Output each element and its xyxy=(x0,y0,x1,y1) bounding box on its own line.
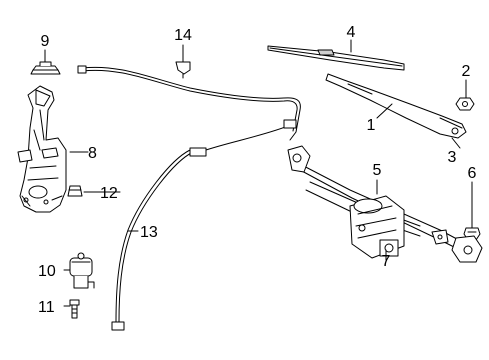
arm-nut-part xyxy=(455,97,475,111)
wiper-blade-part xyxy=(267,45,405,71)
callout-5: 5 xyxy=(373,162,382,179)
pump-screw-part xyxy=(69,299,80,319)
callout-12: 12 xyxy=(100,185,118,202)
washer-pump-part xyxy=(69,252,95,289)
grommet-part xyxy=(67,185,83,197)
callout-labels: 9 8 12 13 10 11 14 4 1 2 3 5 6 7 xyxy=(38,24,477,316)
callout-14: 14 xyxy=(174,27,192,44)
callout-1: 1 xyxy=(367,117,376,134)
callout-11: 11 xyxy=(38,299,55,316)
callout-3: 3 xyxy=(448,149,457,166)
washer-hose-lower-part xyxy=(111,125,289,331)
callout-7: 7 xyxy=(382,253,391,270)
washer-nozzle-part xyxy=(175,61,191,79)
washer-reservoir-part xyxy=(17,85,67,213)
callout-4: 4 xyxy=(347,24,356,41)
washer-hose-upper-part xyxy=(77,65,301,141)
reservoir-cap-part xyxy=(30,57,61,75)
leader-lines xyxy=(44,39,473,307)
wiper-arm-part xyxy=(325,73,467,139)
callout-8: 8 xyxy=(88,145,97,162)
callout-9: 9 xyxy=(41,33,50,50)
wiper-motor-part xyxy=(349,195,405,259)
callout-10: 10 xyxy=(38,263,56,280)
callout-6: 6 xyxy=(468,165,477,182)
callout-13: 13 xyxy=(140,224,158,241)
callout-2: 2 xyxy=(462,63,471,80)
